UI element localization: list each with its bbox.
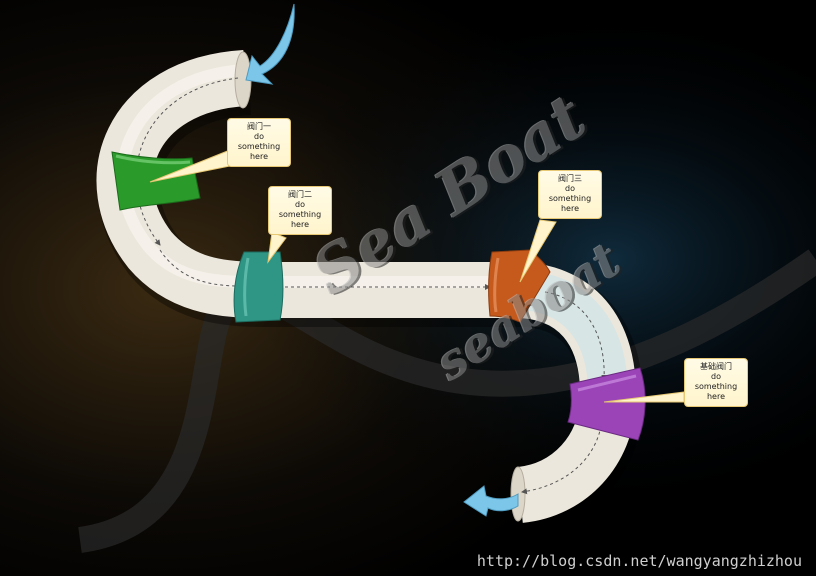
- valve-3: [488, 249, 551, 323]
- pipe-highlight: [116, 64, 515, 288]
- callout-text: do: [565, 184, 575, 193]
- callout-title: 阀门二: [288, 190, 312, 199]
- callout-valve-2: 阀门二 do something here: [268, 186, 332, 235]
- callout-title: 基础阀门: [700, 362, 732, 371]
- callout-text: here: [706, 392, 726, 401]
- callout-title: 阀门三: [558, 174, 582, 183]
- callout-title: 阀门一: [247, 122, 271, 131]
- outlet-arrow: [463, 485, 519, 517]
- flow-path-4: [544, 291, 608, 381]
- callout-3-pointer: [519, 219, 557, 283]
- valve-4: [567, 367, 646, 441]
- callout-text: do: [254, 132, 264, 141]
- callout-valve-1: 阀门一 do something here: [227, 118, 291, 167]
- callout-text: do: [295, 200, 305, 209]
- inlet-arrow: [245, 3, 295, 85]
- valve-4-shine: [577, 374, 637, 392]
- callout-valve-4: 基础阀门 do something here: [684, 358, 748, 407]
- valve-3-shine: [493, 257, 500, 313]
- callout-text: something: [694, 382, 738, 391]
- callout-text: something: [548, 194, 592, 203]
- callout-text: here: [290, 220, 310, 229]
- callout-text: here: [560, 204, 580, 213]
- source-url: http://blog.csdn.net/wangyangzhizhou: [476, 552, 802, 570]
- callout-valve-3: 阀门三 do something here: [538, 170, 602, 219]
- callout-2-pointer: [267, 231, 287, 264]
- valve-2-shine: [243, 257, 250, 317]
- callout-text: do: [711, 372, 721, 381]
- callout-text: something: [237, 142, 281, 151]
- flow-path-1: [135, 77, 239, 246]
- valve-1-shine: [115, 154, 191, 165]
- callout-text: something: [278, 210, 322, 219]
- valve-2: [233, 251, 284, 323]
- callout-text: here: [249, 152, 269, 161]
